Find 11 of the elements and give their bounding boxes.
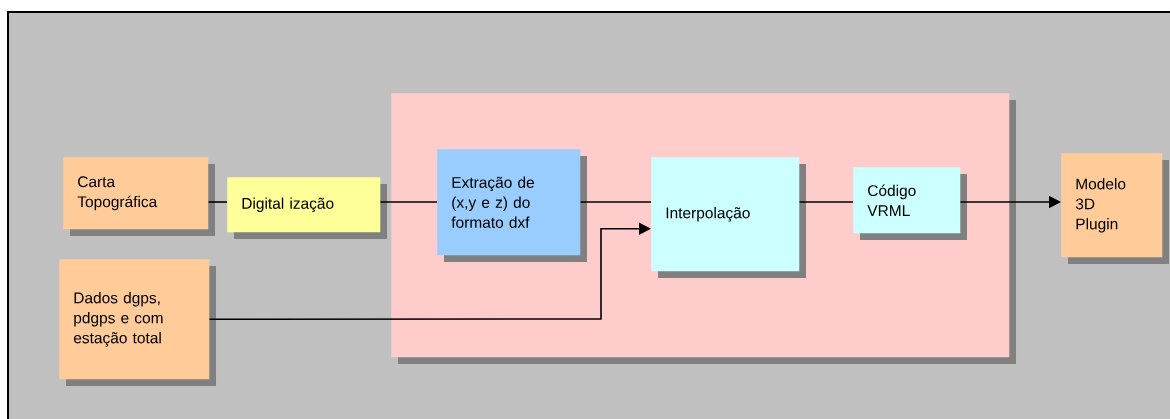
source-box: Carta Topográfica — [63, 157, 215, 236]
connector-line — [379, 201, 438, 203]
source-box: Dados dgps, pdgps e com estação total — [59, 259, 216, 386]
process-box: Digital ização — [227, 177, 387, 239]
process-box: Interpolação — [651, 157, 806, 278]
process-box: Extração de (x,y e z) do formato dxf — [437, 149, 587, 262]
connector-line — [207, 201, 228, 203]
output-box: Modelo 3D Plugin — [1061, 153, 1169, 264]
connector-line — [798, 201, 854, 203]
process-box: Código VRML — [853, 167, 967, 240]
connector-line — [579, 201, 652, 203]
